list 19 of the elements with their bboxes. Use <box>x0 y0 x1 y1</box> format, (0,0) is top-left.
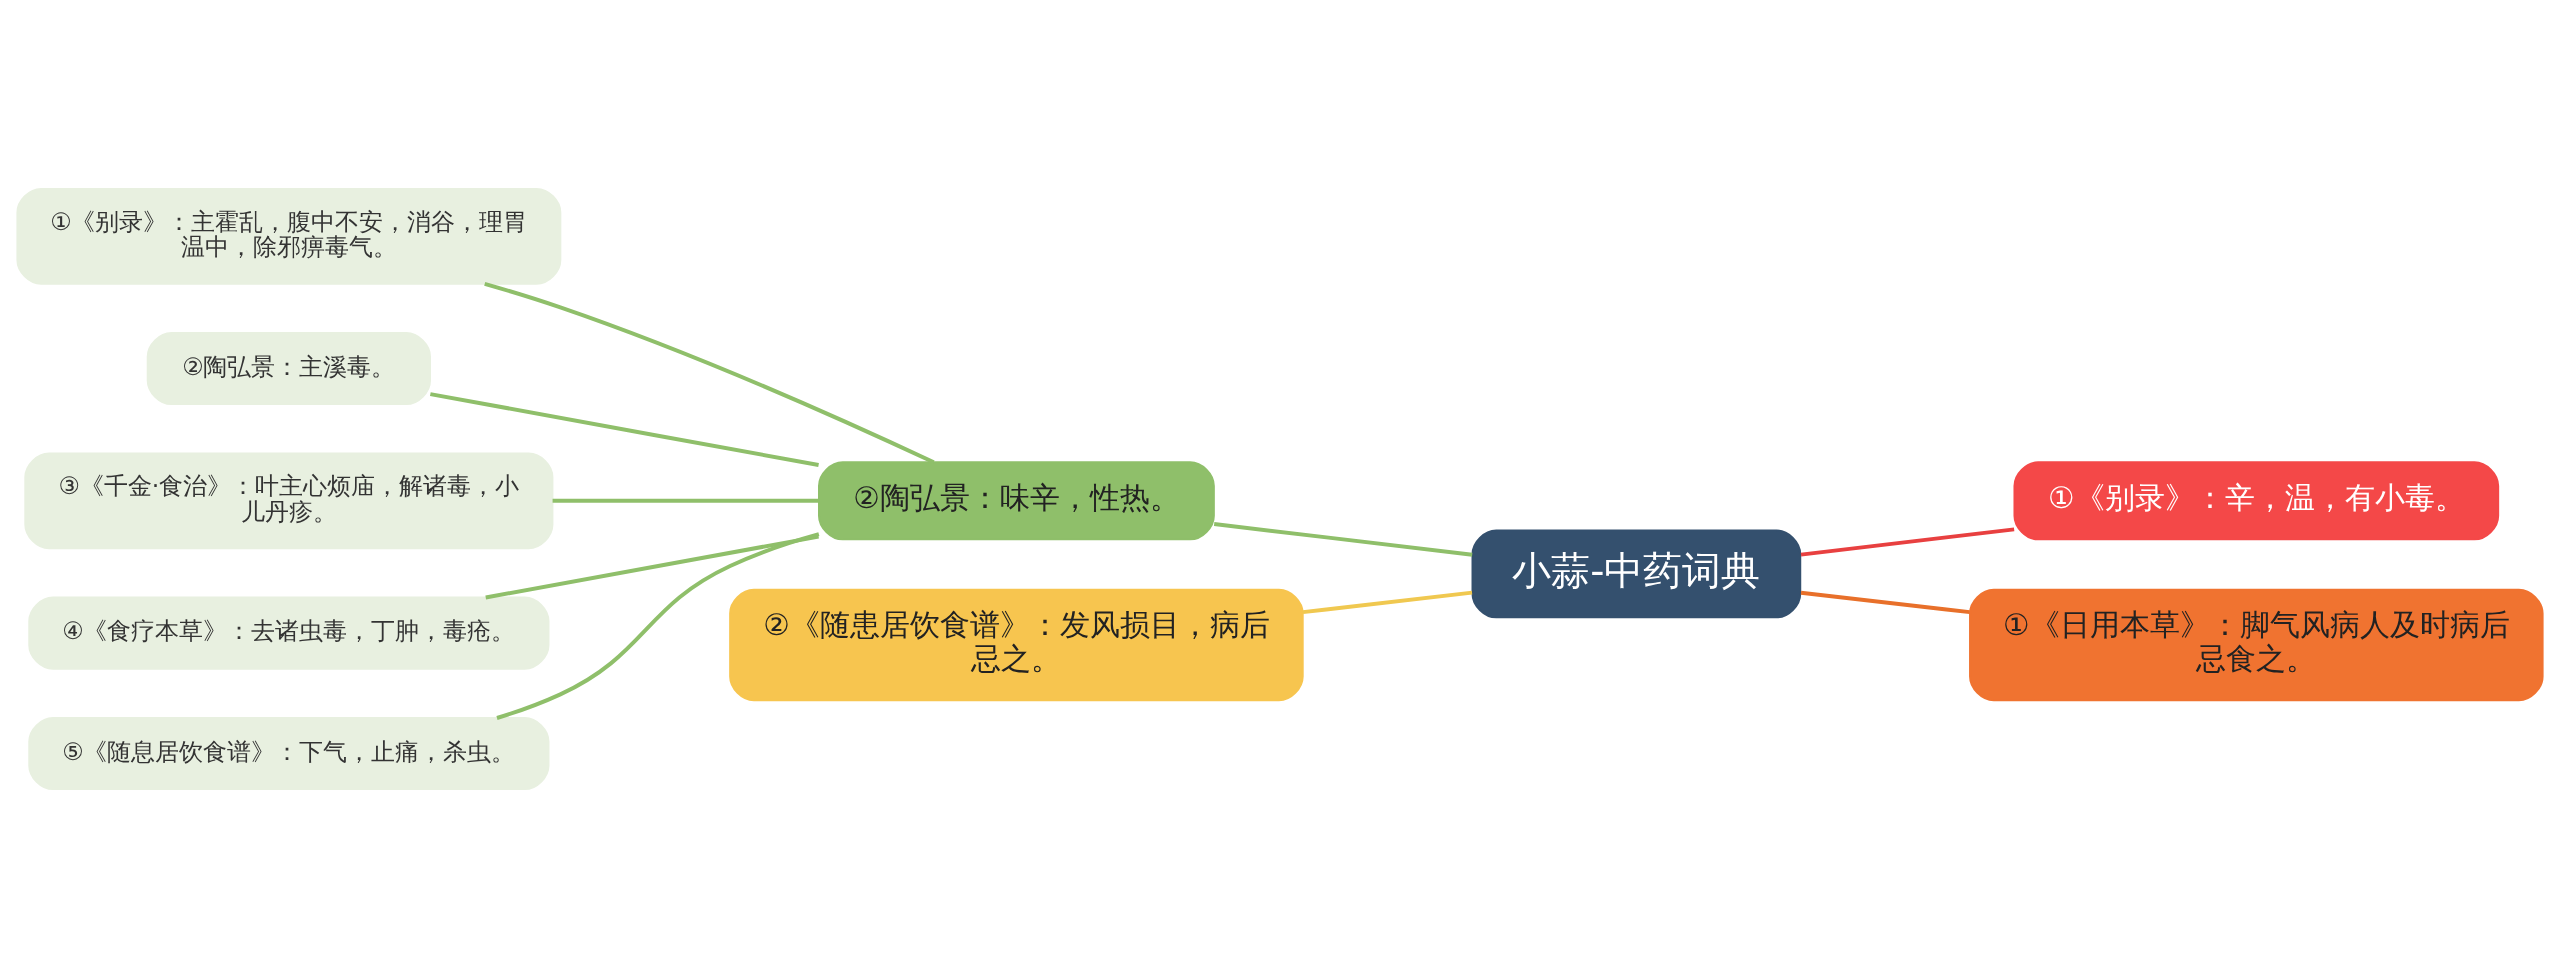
connector <box>1800 590 1970 614</box>
connector <box>552 498 819 503</box>
connector <box>430 391 819 467</box>
node-box: ②陶弘景：味辛，性热。 <box>818 460 1215 540</box>
connector <box>496 531 820 720</box>
node-box: ①《别录》：主霍乱，腹中不安，消谷，理胃温中，除邪痹毒气。 <box>16 187 562 285</box>
node-box: ②《随患居饮食谱》：发风损目，病后忌之。 <box>729 588 1304 701</box>
connector <box>1800 526 2015 557</box>
node-box: ③《千金·食治》：叶主心烦庙，解诸毒，小儿丹疹。 <box>24 451 554 549</box>
connector <box>1302 590 1473 614</box>
node-box: ⑤《随息居饮食谱》：下气，止痛，杀虫。 <box>28 716 550 790</box>
node-box: ①《别录》：辛，温，有小毒。 <box>2013 460 2500 540</box>
connector <box>484 281 935 464</box>
connector <box>485 534 819 599</box>
node-box: ②陶弘景：主溪毒。 <box>146 331 432 405</box>
node-box: ①《日用本草》：脚气风病人及时病后忌食之。 <box>1969 588 2544 701</box>
node-box: 小蒜-中药词典 <box>1471 528 1802 618</box>
connector <box>1213 521 1473 557</box>
node-box: ④《食疗本草》：去诸虫毒，丁肿，毒疮。 <box>28 596 550 670</box>
